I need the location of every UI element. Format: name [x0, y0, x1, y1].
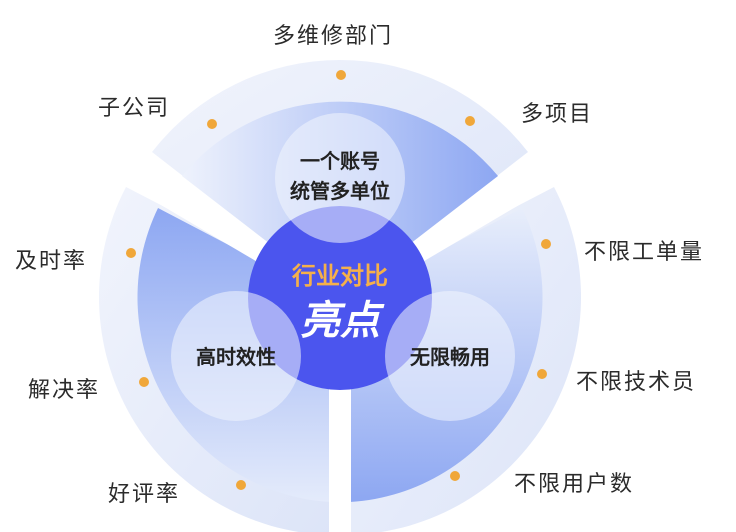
center-line2: 亮点 — [300, 298, 380, 344]
label-timeliness: 及时率 — [15, 249, 88, 274]
label-resolution: 解决率 — [28, 378, 101, 403]
title-line: 一个账号 — [300, 149, 380, 173]
sector-title-accounts: 一个账号 统管多单位 — [270, 146, 410, 206]
label-orders: 不限工单量 — [584, 240, 705, 265]
label-technicians: 不限技术员 — [576, 370, 697, 395]
center-line1: 行业对比 — [292, 262, 388, 290]
label-departments: 多维修部门 — [273, 24, 394, 49]
label-rating: 好评率 — [108, 482, 181, 507]
sector-title-unlimited: 无限畅用 — [410, 345, 490, 369]
title-line: 统管多单位 — [290, 179, 390, 203]
label-users: 不限用户数 — [514, 472, 635, 497]
label-subsidiary: 子公司 — [98, 96, 171, 121]
sector-title-efficiency: 高时效性 — [196, 345, 276, 369]
label-projects: 多项目 — [521, 102, 594, 127]
dots — [126, 70, 551, 490]
